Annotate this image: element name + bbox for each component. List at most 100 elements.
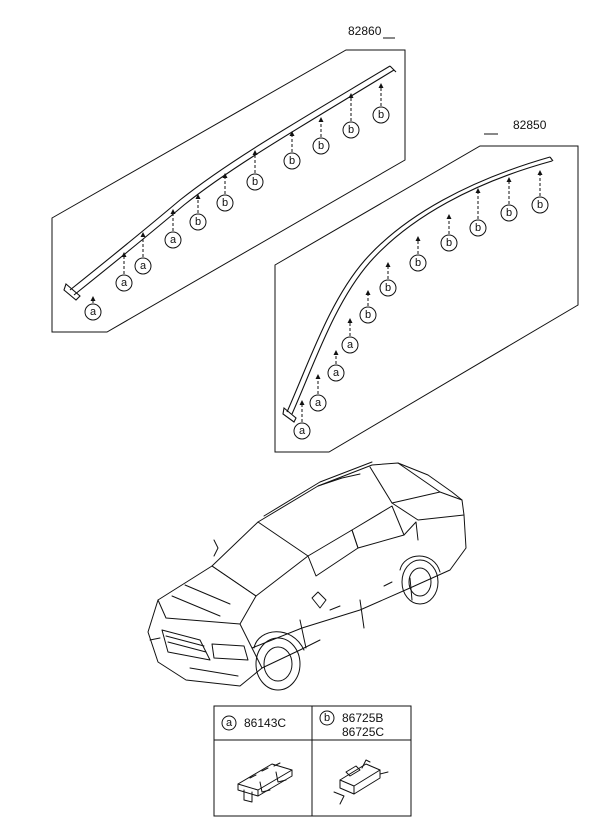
leader-arrow-icon [315, 374, 321, 379]
callout-circle [134, 257, 152, 275]
callout-circle [359, 306, 377, 324]
callout-letter: b [537, 199, 543, 211]
legend-b-letter: b [324, 712, 330, 724]
callout-circle [115, 274, 133, 292]
leader-arrow-icon [385, 262, 391, 267]
legend-b-circle [319, 710, 335, 726]
clip-b-drawing [333, 759, 389, 805]
legend-b-part-1: 86725B [342, 711, 383, 725]
legend-a: a 86143C [221, 715, 286, 731]
callout-circle [327, 364, 345, 382]
leader-arrow-icon [475, 188, 481, 193]
callout-a: a [309, 374, 327, 412]
callout-circle [312, 137, 330, 155]
callout-b: b [440, 214, 458, 252]
leader-arrow-icon [90, 296, 96, 301]
callout-circle [379, 279, 397, 297]
panel-82850 [274, 145, 579, 453]
callout-circle [372, 106, 390, 124]
leader-arrow-icon [222, 173, 228, 178]
leader-arrow-icon [378, 83, 384, 88]
callout-b: b [409, 236, 427, 272]
leader-arrow-icon [318, 117, 324, 122]
callout-letter: a [333, 367, 340, 379]
panel-82860 [51, 49, 406, 333]
callout-a: a [115, 252, 133, 292]
legend-a-part: 86143C [244, 716, 286, 730]
callout-letter: b [378, 109, 384, 121]
leader-arrow-icon [289, 131, 295, 136]
leader-arrow-icon [506, 177, 512, 182]
callout-letter: a [170, 234, 177, 246]
callout-b: b [531, 170, 549, 214]
callout-b: b [216, 173, 234, 212]
callout-circle [246, 173, 264, 191]
callout-letter: b [475, 222, 481, 234]
callout-circle [409, 254, 427, 272]
roof-molding-82860 [69, 65, 391, 291]
callout-a: a [327, 350, 345, 382]
callout-letter: b [318, 140, 324, 152]
callout-b: b [372, 83, 390, 124]
leader-arrow-icon [365, 290, 371, 295]
leader-arrow-icon [140, 232, 146, 237]
callout-circle [164, 231, 182, 249]
callout-circle [440, 234, 458, 252]
callout-b: b [469, 188, 487, 237]
callout-circle [293, 422, 311, 440]
leader-arrow-icon [252, 150, 258, 155]
callout-letter: a [121, 277, 128, 289]
callout-a: a [293, 400, 311, 440]
callout-b: b [189, 194, 207, 231]
roof-molding-82850 [286, 156, 551, 413]
callout-letter: b [506, 207, 512, 219]
clip-a-drawing [237, 762, 293, 803]
legend-b-part-2: 86725C [342, 725, 384, 739]
callout-circle [341, 336, 359, 354]
legend-a-letter: a [226, 717, 233, 729]
callout-circle [342, 121, 360, 139]
leader-arrow-icon [537, 170, 543, 175]
legend-a-circle [221, 715, 237, 731]
callout-circle [469, 219, 487, 237]
callout-letter: a [140, 260, 147, 272]
leader-arrow-icon [170, 209, 176, 214]
callout-letter: b [222, 197, 228, 209]
callout-circle [531, 196, 549, 214]
callout-letter: b [289, 155, 295, 167]
callout-a: a [164, 209, 182, 249]
callout-b: b [283, 131, 301, 170]
callout-b: b [342, 93, 360, 139]
callout-letter: b [195, 216, 201, 228]
leader-arrow-icon [121, 252, 127, 257]
leader-arrow-icon [415, 236, 421, 241]
callout-b: b [246, 150, 264, 191]
callout-letter: a [299, 425, 306, 437]
callout-letter: b [446, 237, 452, 249]
leader-arrow-icon [333, 350, 339, 355]
callout-b: b [379, 262, 397, 297]
leader-arrow-icon [195, 194, 201, 199]
callout-letter: b [252, 176, 258, 188]
callout-letter: a [315, 397, 322, 409]
legend-table: a 86143C b 86725B 86725C [213, 705, 412, 817]
leader-arrow-icon [347, 318, 353, 323]
callout-circle [216, 194, 234, 212]
leader-arrow-icon [299, 400, 305, 405]
callout-b: b [500, 177, 518, 222]
callout-circle [309, 394, 327, 412]
callout-a: a [134, 232, 152, 275]
leader-arrow-icon [446, 214, 452, 219]
leader-arrow-icon [348, 93, 354, 98]
callout-circle [283, 152, 301, 170]
part-number-82860: 82860 [348, 24, 382, 38]
callout-letter: b [385, 282, 391, 294]
sedan-illustration [147, 461, 467, 691]
callout-letter: b [365, 309, 371, 321]
callout-b: b [359, 290, 377, 324]
legend-b: b 86725B 86725C [319, 710, 384, 739]
